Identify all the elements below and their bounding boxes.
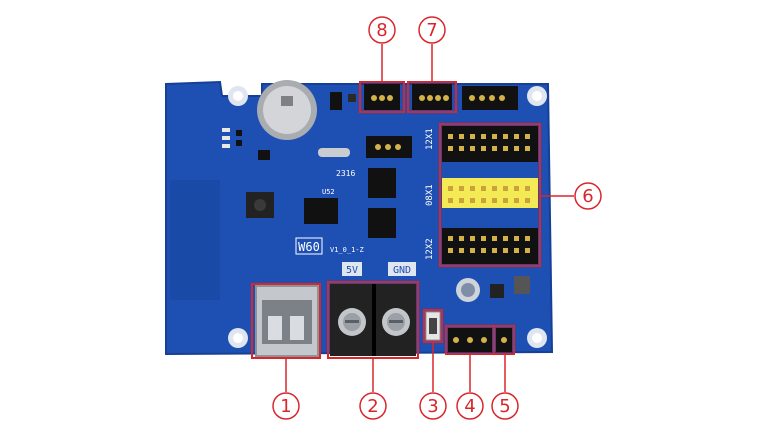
header-pin bbox=[481, 186, 486, 191]
header-pin bbox=[481, 198, 486, 203]
header-pin bbox=[503, 134, 508, 139]
header-pin bbox=[459, 146, 464, 151]
header-pin bbox=[492, 248, 497, 253]
header-pin bbox=[481, 134, 486, 139]
header-pin bbox=[525, 186, 530, 191]
header-label-12x2: 12X2 bbox=[425, 238, 435, 260]
header-pin bbox=[448, 248, 453, 253]
header-pin bbox=[525, 134, 530, 139]
header-pin bbox=[514, 248, 519, 253]
header-pin bbox=[514, 134, 519, 139]
header-pin bbox=[470, 236, 475, 241]
hub-header-08x1 bbox=[442, 178, 538, 208]
callout-number-7: 7 bbox=[426, 20, 437, 41]
callout-circle bbox=[368, 16, 396, 44]
small-headers bbox=[448, 328, 492, 352]
header-pin bbox=[514, 186, 519, 191]
header-pin bbox=[503, 236, 508, 241]
power-terminal bbox=[330, 284, 416, 356]
header-pin bbox=[503, 198, 508, 203]
callout-number-3: 3 bbox=[427, 396, 438, 417]
header-pin bbox=[459, 186, 464, 191]
smd-components bbox=[222, 92, 530, 302]
date-code: 2316 bbox=[336, 169, 355, 178]
callout-circle bbox=[359, 392, 387, 420]
header-pin bbox=[470, 146, 475, 151]
header-pins bbox=[448, 134, 530, 253]
header-pin bbox=[459, 198, 464, 203]
header-label-08x1: 08X1 bbox=[425, 184, 435, 206]
header-pin bbox=[459, 134, 464, 139]
callout-number-8: 8 bbox=[376, 20, 387, 41]
header-pin bbox=[514, 198, 519, 203]
callout-circle bbox=[419, 392, 447, 420]
callout-number-1: 1 bbox=[280, 396, 291, 417]
header-pin bbox=[481, 248, 486, 253]
hub-header-12x2 bbox=[442, 228, 538, 264]
callout-circle bbox=[574, 182, 602, 210]
header-pin bbox=[470, 248, 475, 253]
header-pin bbox=[492, 186, 497, 191]
callout-number-6: 6 bbox=[582, 186, 593, 207]
callout-numbers: 1 2 3 4 5 6 7 8 bbox=[280, 20, 593, 417]
header-pin bbox=[481, 146, 486, 151]
top-header-right bbox=[412, 84, 452, 110]
ground-label: GND bbox=[393, 265, 411, 276]
push-button bbox=[425, 311, 441, 341]
ic-label: U52 bbox=[322, 188, 335, 196]
header-pin bbox=[470, 198, 475, 203]
mounting-hole bbox=[228, 86, 248, 106]
header-pin bbox=[459, 248, 464, 253]
mounting-hole bbox=[228, 328, 248, 348]
header-pin bbox=[481, 236, 486, 241]
version-label: V1_0_1-Z bbox=[330, 246, 364, 254]
header-pin bbox=[448, 236, 453, 241]
voltage-label: 5V bbox=[346, 265, 358, 276]
small-header-p14 bbox=[366, 136, 412, 158]
header-pin bbox=[514, 146, 519, 151]
header-pin bbox=[448, 186, 453, 191]
callout-lines bbox=[285, 44, 574, 392]
header-pin bbox=[525, 236, 530, 241]
header-pin bbox=[470, 186, 475, 191]
header-pin bbox=[503, 186, 508, 191]
header-pin bbox=[525, 146, 530, 151]
coin-battery bbox=[257, 80, 317, 140]
header-pin bbox=[448, 134, 453, 139]
callout-circle bbox=[456, 392, 484, 420]
header-pin bbox=[492, 236, 497, 241]
header-pin bbox=[492, 134, 497, 139]
top-header-left bbox=[364, 84, 400, 110]
header-pin bbox=[492, 198, 497, 203]
header-pin bbox=[448, 146, 453, 151]
callout-circle bbox=[418, 16, 446, 44]
header-pin bbox=[503, 146, 508, 151]
mounting-hole bbox=[527, 86, 547, 106]
header-pin bbox=[514, 236, 519, 241]
header-pin bbox=[470, 134, 475, 139]
mounting-hole bbox=[527, 328, 547, 348]
header-pin bbox=[503, 248, 508, 253]
hub-header-12x1 bbox=[442, 126, 538, 162]
header-pin bbox=[459, 236, 464, 241]
callout-number-2: 2 bbox=[367, 396, 378, 417]
callout-circle bbox=[272, 392, 300, 420]
header-pin bbox=[525, 198, 530, 203]
callout-markers bbox=[272, 16, 602, 420]
callout-number-4: 4 bbox=[464, 396, 475, 417]
header-pin bbox=[492, 146, 497, 151]
silkscreen: W60 V1_0_1-Z 5V GND 2316 U52 12X1 08X1 1… bbox=[295, 128, 435, 276]
callout-circle bbox=[491, 392, 519, 420]
usb-port bbox=[255, 285, 319, 357]
header-pin bbox=[448, 198, 453, 203]
header-pin bbox=[525, 248, 530, 253]
header-label-12x1: 12X1 bbox=[425, 128, 435, 150]
small-header-right bbox=[496, 328, 512, 352]
top-header-extra bbox=[462, 86, 518, 110]
model-label: W60 bbox=[298, 240, 320, 254]
callout-number-5: 5 bbox=[499, 396, 510, 417]
